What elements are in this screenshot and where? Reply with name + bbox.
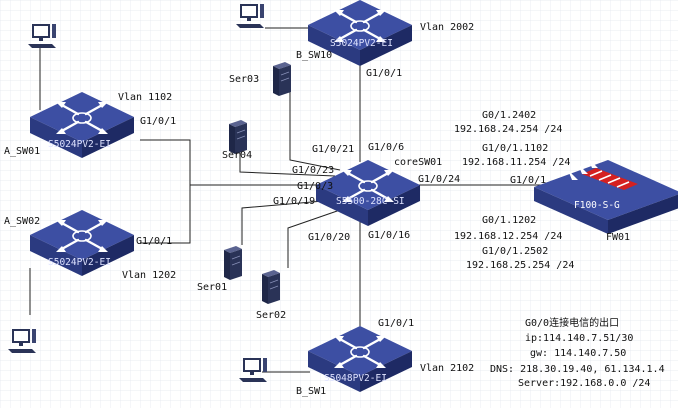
core-port-23: G1/0/23: [292, 165, 335, 176]
fw-port: G1/0/1: [510, 175, 547, 186]
ser01-label: Ser01: [197, 282, 228, 293]
a-sw02-model-label: S5024PV2-EI: [48, 257, 111, 268]
fw-ip-1202: 192.168.12.254 /24: [454, 231, 563, 242]
wan-info-line1: G0/0连接电信的出口: [525, 318, 620, 329]
a-sw02-port: G1/0/1: [136, 236, 173, 247]
firewall-icon[interactable]: [534, 158, 678, 234]
link-ser01-core: [241, 199, 336, 245]
links: [29, 27, 548, 373]
ser04-label: Ser04: [222, 150, 253, 161]
b-sw10-vlan: Vlan 2002: [420, 22, 475, 33]
core-port-21: G1/0/21: [312, 144, 355, 155]
wan-info-line2: ip:114.140.7.51/30: [525, 333, 634, 344]
fw-name: FW01: [606, 232, 631, 243]
link-ser02-core: [287, 209, 341, 268]
wan-info-line3: gw: 114.140.7.50: [530, 348, 627, 359]
ser04-server-icon[interactable]: [228, 119, 248, 155]
wan-info-line5: Server:192.168.0.0 /24: [518, 378, 651, 389]
b-sw10-name: B_SW10: [296, 50, 333, 61]
b-sw1-port: G1/0/1: [378, 318, 415, 329]
ser03-label: Ser03: [229, 74, 260, 85]
b-sw1-name: B_SW1: [296, 386, 327, 397]
b-sw10-port: G1/0/1: [366, 68, 403, 79]
core-model-label: S5500-28C-SI: [336, 196, 405, 207]
fw-ip-2402: 192.168.24.254 /24: [454, 124, 563, 135]
core-port-20: G1/0/20: [308, 232, 351, 243]
b-sw10-model-label: S5024PV2-EI: [330, 38, 393, 49]
ser02-label: Ser02: [256, 310, 287, 321]
a-sw01-port: G1/0/1: [140, 116, 177, 127]
fw-model-label: F100-S-G: [574, 200, 620, 211]
link-ser03-core: [289, 88, 341, 171]
a-sw02-name: A_SW02: [4, 216, 41, 227]
link-a-sw01-core: [140, 139, 330, 186]
fw-if-2502: G1/0/1.2502: [482, 246, 549, 257]
fw-if-1102: G1/0/1.1102: [482, 143, 549, 154]
wan-info-line4: DNS: 218.30.19.40, 61.134.1.4: [490, 364, 665, 375]
ser01-server-icon[interactable]: [223, 245, 243, 281]
ser02-server-icon[interactable]: [261, 269, 281, 305]
link-a-sw02-core: [140, 185, 191, 244]
ser03-server-icon[interactable]: [272, 61, 292, 97]
a-sw01-model-label: S5024PV2-EI: [48, 139, 111, 150]
a-sw01-name: A_SW01: [4, 146, 41, 157]
fw-if-1202: G0/1.1202: [482, 215, 537, 226]
a-sw01-vlan: Vlan 1102: [118, 92, 173, 103]
fw-ip-1102: 192.168.11.254 /24: [462, 157, 571, 168]
fw-ip-2502: 192.168.25.254 /24: [466, 260, 575, 271]
core-name: coreSW01: [394, 157, 443, 168]
fw-if-2402: G0/1.2402: [482, 110, 537, 121]
core-port-16: G1/0/16: [368, 230, 411, 241]
a-sw02-vlan: Vlan 1202: [122, 270, 177, 281]
link-ser04-core: [239, 150, 336, 177]
b-sw1-model-label: S5048PV2-EI: [324, 373, 387, 384]
core-port-19: G1/0/19: [273, 196, 316, 207]
core-port-24: G1/0/24: [418, 174, 461, 185]
core-port-6: G1/0/6: [368, 142, 405, 153]
core-port-3: G1/0/3: [297, 181, 334, 192]
b-sw1-vlan: Vlan 2102: [420, 363, 475, 374]
